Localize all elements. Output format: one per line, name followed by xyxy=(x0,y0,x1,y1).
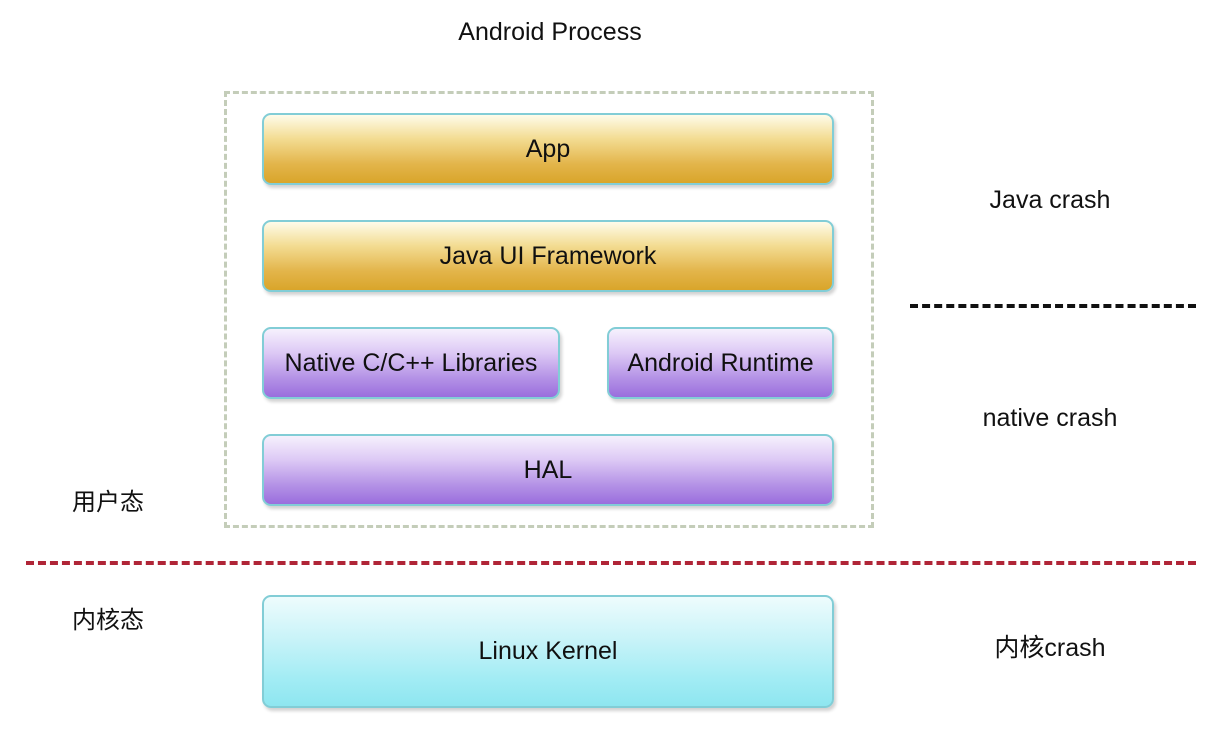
user-space-label: 用户态 xyxy=(72,489,144,516)
app-layer: App xyxy=(262,113,834,185)
hal-layer: HAL xyxy=(262,434,834,506)
kernel-space-label: 内核态 xyxy=(72,607,144,634)
user-kernel-divider xyxy=(26,561,1196,565)
linux-kernel-layer: Linux Kernel xyxy=(262,595,834,708)
android-process-boundary xyxy=(224,91,874,528)
java-crash-label: Java crash xyxy=(989,186,1111,214)
java-native-crash-divider xyxy=(910,304,1196,308)
native-crash-label: native crash xyxy=(982,404,1118,432)
android-runtime-layer: Android Runtime xyxy=(607,327,834,399)
diagram-title: Android Process xyxy=(458,18,642,46)
native-libraries-layer: Native C/C++ Libraries xyxy=(262,327,560,399)
java-ui-framework-layer: Java UI Framework xyxy=(262,220,834,292)
kernel-crash-label: 内核crash xyxy=(994,634,1106,662)
